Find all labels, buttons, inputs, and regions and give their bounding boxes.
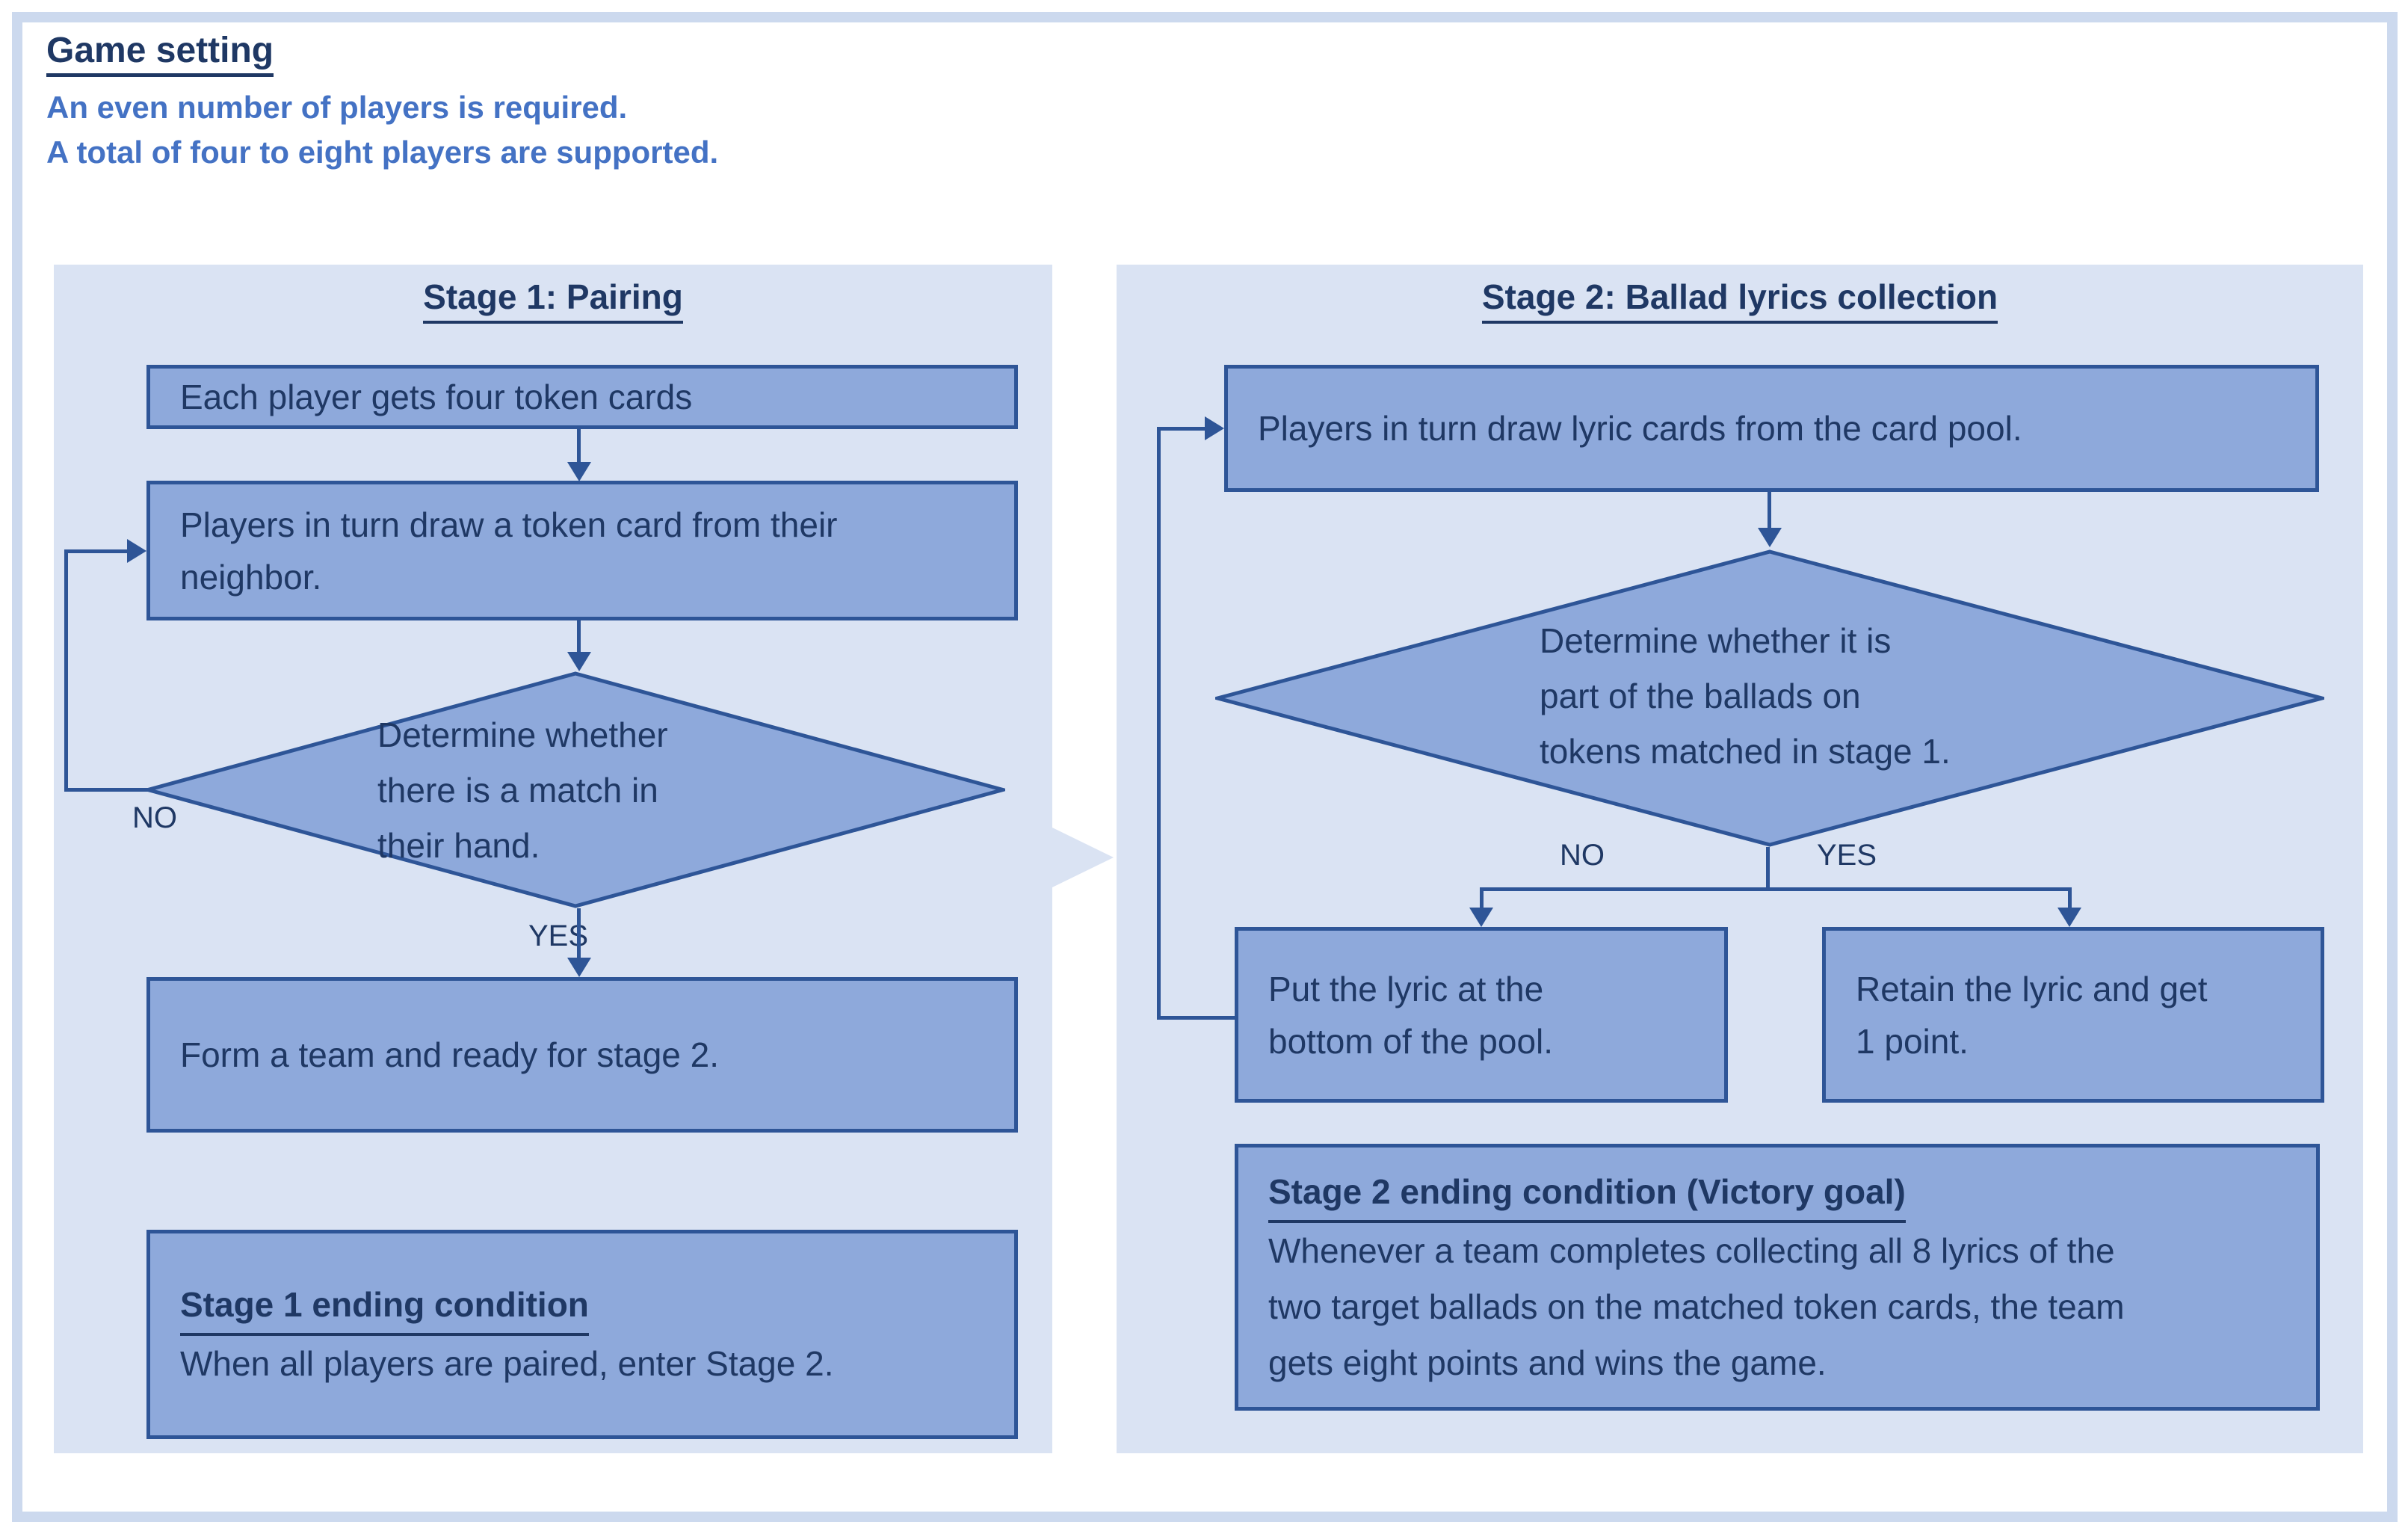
arrowhead-yes-branch	[2057, 908, 2081, 927]
stage2-box-return-lyric: Put the lyric at the bottom of the pool.	[1235, 927, 1728, 1103]
loop-line-no-vertical	[64, 549, 68, 792]
loop-line-no-horizontal	[64, 788, 148, 792]
loop-line-no-top	[64, 549, 129, 553]
branch-no-drop	[1480, 887, 1484, 909]
arrow-line-yes-to-team	[577, 908, 581, 958]
stage1-to-stage2-chevron	[1052, 828, 1114, 887]
stage1-title: Stage 1: Pairing	[54, 277, 1052, 324]
stage1-box-form-team: Form a team and ready for stage 2.	[146, 977, 1018, 1133]
stage2-label-no: NO	[1560, 839, 1605, 872]
stage1-panel: Stage 1: Pairing Each player gets four t…	[54, 265, 1052, 1453]
stage1-decision-diamond	[146, 671, 1005, 908]
stage2-ending-title: Stage 2 ending condition (Victory goal)	[1268, 1164, 1906, 1223]
page-title: Game setting	[46, 30, 274, 77]
stage2-ending-body: Whenever a team completes collecting all…	[1268, 1230, 2125, 1382]
arrowhead-yes-to-team	[567, 958, 591, 977]
stage1-label-yes: YES	[528, 920, 589, 952]
arrow-line-draw-to-diamond	[577, 620, 581, 653]
stage1-box-token-cards: Each player gets four token cards	[146, 365, 1018, 429]
stage1-label-no: NO	[132, 801, 177, 834]
loop-line-bottom	[1157, 1016, 1238, 1020]
branch-yes-drop	[2068, 887, 2072, 909]
arrowhead-no-loop	[127, 539, 146, 563]
stage2-ending-box: Stage 2 ending condition (Victory goal) …	[1235, 1144, 2320, 1411]
header-subtitle-1: An even number of players is required.	[46, 90, 628, 125]
stage2-decision-diamond	[1215, 549, 2324, 847]
arrowhead-tokens-to-draw	[567, 462, 591, 481]
arrow-line-draw-to-diamond2	[1768, 492, 1771, 528]
header-subtitle-2: A total of four to eight players are sup…	[46, 135, 719, 170]
outer-frame-border	[12, 12, 2398, 1522]
stage1-decision-text: Determine whether there is a match in th…	[377, 715, 668, 865]
arrow-line-tokens-to-draw	[577, 429, 581, 463]
page-title-text: Game setting	[46, 30, 274, 77]
stage2-panel: Stage 2: Ballad lyrics collection Player…	[1117, 265, 2363, 1453]
branch-crossbar	[1480, 887, 2072, 891]
loop-line-vertical	[1157, 427, 1161, 1020]
stage2-title: Stage 2: Ballad lyrics collection	[1117, 277, 2363, 324]
stage1-ending-box: Stage 1 ending condition When all player…	[146, 1230, 1018, 1439]
stage1-ending-title: Stage 1 ending condition	[180, 1277, 589, 1336]
stage2-box-retain-lyric: Retain the lyric and get 1 point.	[1822, 927, 2324, 1103]
arrowhead-loop-to-draw	[1205, 416, 1224, 440]
arrowhead-draw-to-diamond	[567, 652, 591, 671]
arrowhead-draw-to-diamond2	[1758, 528, 1782, 547]
stage2-label-yes: YES	[1816, 839, 1877, 872]
loop-line-top	[1157, 427, 1206, 431]
stage1-box-draw-token: Players in turn draw a token card from t…	[146, 481, 1018, 620]
arrowhead-no-branch	[1469, 908, 1493, 927]
stage2-box-draw-lyric: Players in turn draw lyric cards from th…	[1224, 365, 2319, 492]
stage1-ending-body: When all players are paired, enter Stage…	[180, 1344, 834, 1383]
branch-stem	[1766, 847, 1770, 890]
stage2-decision-text: Determine whether it is part of the ball…	[1540, 621, 1951, 771]
